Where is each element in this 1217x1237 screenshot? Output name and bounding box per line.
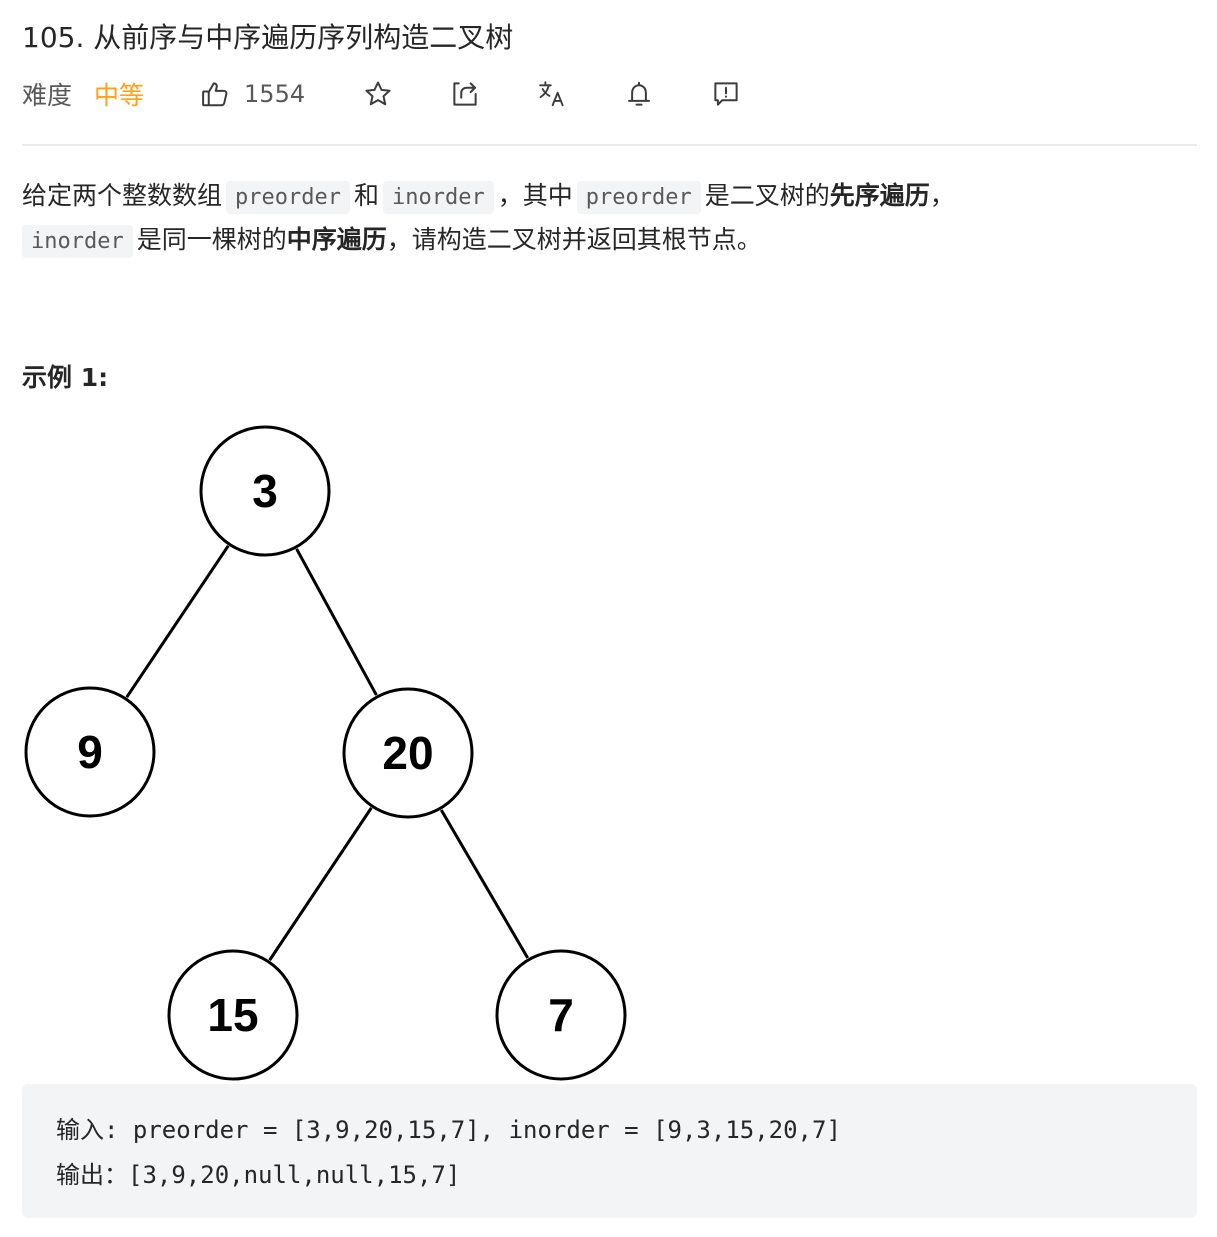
tree-edge [268, 807, 373, 961]
tree-node: 20 [342, 687, 474, 819]
description-text: 给定两个整数数组 [22, 181, 223, 210]
example-input: 输入: preorder = [3,9,20,15,7], inorder = … [56, 1116, 841, 1144]
tree-node-label: 20 [382, 727, 433, 779]
feedback-button[interactable] [711, 79, 741, 109]
tree-node-circle [495, 949, 627, 1081]
notify-button[interactable] [624, 79, 654, 109]
translate-button[interactable] [537, 79, 567, 109]
star-icon [365, 81, 391, 106]
tree-edge [295, 548, 378, 696]
tree-edge [125, 544, 230, 699]
binary-tree-diagram: 3 9 20 15 7 [20, 420, 630, 1088]
thumbs-up-icon [202, 82, 228, 107]
favorite-button[interactable] [363, 79, 393, 109]
share-icon [453, 82, 477, 106]
description-text: ，请构造二叉树并返回其根节点。 [386, 225, 762, 254]
bold-term: 中序遍历 [286, 225, 387, 254]
description-text: 是同一棵树的 [136, 225, 287, 254]
example-code-block: 输入: preorder = [3,9,20,15,7], inorder = … [22, 1084, 1197, 1218]
feedback-icon [714, 82, 738, 106]
inline-code: preorder [576, 181, 701, 214]
tree-node-label: 9 [77, 726, 103, 778]
tree-edge [439, 809, 530, 959]
tree-node-circle [167, 949, 299, 1081]
like-button[interactable] [200, 79, 230, 109]
tree-node-circle [342, 687, 474, 819]
translate-icon [539, 81, 564, 107]
difficulty-label: 难度 [22, 81, 73, 110]
tree-node: 15 [167, 949, 299, 1081]
description-text: ，其中 [497, 181, 573, 210]
tree-node-label: 7 [548, 989, 574, 1041]
tree-node: 7 [495, 949, 627, 1081]
bold-term: 先序遍历 [829, 181, 930, 210]
description-text: 和 [353, 181, 379, 210]
like-count: 1554 [244, 80, 306, 108]
difficulty-badge: 中等 [94, 81, 145, 110]
description-text: ， [929, 181, 955, 210]
tree-node: 3 [199, 425, 331, 557]
tree-node-circle [199, 425, 331, 557]
header-divider [22, 144, 1197, 146]
tree-node-circle [24, 686, 156, 818]
tree-node: 9 [24, 686, 156, 818]
problem-title: 105. 从前序与中序遍历序列构造二叉树 [22, 21, 514, 54]
tree-node-label: 15 [207, 989, 258, 1041]
bell-icon [628, 81, 651, 106]
tree-node-label: 3 [252, 465, 278, 517]
problem-meta-bar: 难度 中等 1554 [22, 72, 741, 116]
description-text: 是二叉树的 [704, 181, 830, 210]
inline-code: preorder [226, 181, 350, 214]
inline-code: inorder [383, 181, 494, 214]
share-button[interactable] [450, 79, 480, 109]
example-output: 输出：[3,9,20,null,null,15,7] [56, 1161, 461, 1189]
inline-code: inorder [22, 225, 133, 258]
example-title: 示例 1: [22, 363, 109, 392]
